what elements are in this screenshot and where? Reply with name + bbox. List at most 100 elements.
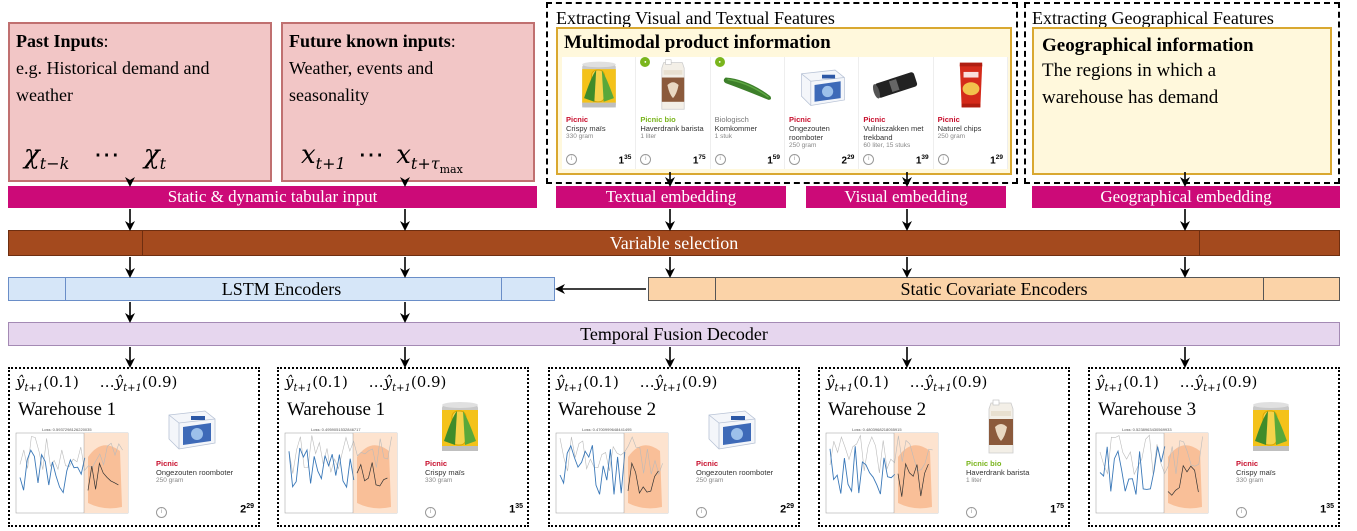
product-image [719, 57, 777, 118]
product-brand: Picnic [937, 115, 960, 124]
future-inputs-formula: xt+1 ⋯ xt+τmax [301, 140, 463, 177]
geographical-box: Geographical information The regions in … [1032, 27, 1332, 175]
product-unit: 330 gram [425, 477, 453, 484]
product-unit: 1 liter [966, 477, 982, 484]
info-icon[interactable]: i [566, 154, 577, 165]
static-covariate-encoders-label: Static Covariate Encoders [900, 279, 1088, 299]
product-name: Naturel chips [937, 124, 982, 133]
product-price: 135 [1320, 503, 1334, 516]
forecast-chart: Loss: 0.4700999648441495 [552, 427, 676, 528]
chart-title: Loss: 0.4803968218055915 [852, 427, 902, 432]
warehouse-label: Warehouse 2 [558, 399, 657, 420]
forecast-chart: Loss: 0.5937298126220035 [12, 427, 136, 528]
warehouse-label: Warehouse 1 [18, 399, 117, 420]
product-image [570, 57, 628, 118]
product-price: 229 [240, 503, 254, 516]
product-price: 135 [618, 153, 632, 166]
product-unit: 250 gram [937, 133, 966, 140]
chart-title: Loss: 0.5937298126220035 [42, 427, 92, 432]
product-brand: Biologisch [714, 115, 749, 124]
visual-textual-section: Extracting Visual and Textual Features M… [546, 2, 1018, 184]
product-name: Crispy maïs [1236, 468, 1276, 477]
product-unit: 250 gram [696, 477, 724, 484]
info-icon[interactable]: i [788, 154, 800, 165]
geographical-embedding-bar: Geographical embedding [1032, 186, 1340, 208]
product-name: Komkommer [714, 124, 758, 133]
product-image [942, 57, 1000, 118]
lstm-encoders-label: LSTM Encoders [221, 279, 342, 299]
past-inputs-formula: χt−k ⋯ χt [24, 140, 167, 174]
bio-badge-icon: ● [640, 57, 651, 67]
product-unit: 1 liter [640, 133, 657, 140]
product-card[interactable]: Picnic Vuilniszakken met trekband 60 lit… [859, 57, 934, 169]
product-unit: 60 liter, 15 stuks [863, 142, 911, 149]
product-name: Ongezouten roomboter [788, 124, 830, 142]
output-panel: ŷt+1(0.1) …ŷt+1(0.9) Warehouse 2 Loss: 0… [548, 367, 800, 527]
static-dynamic-bar: Static & dynamic tabular input [8, 186, 537, 208]
info-icon[interactable]: i [966, 507, 977, 518]
product-unit: 330 gram [1236, 477, 1264, 484]
product-name: Crispy maïs [425, 468, 465, 477]
bio-badge-icon: ● [714, 57, 725, 67]
output-product-card[interactable]: Picnic Crispy maïs 330 gram i 135 [421, 397, 525, 523]
info-icon[interactable]: i [714, 154, 726, 165]
product-price: 139 [915, 153, 929, 166]
product-image [160, 397, 222, 462]
info-icon[interactable]: i [1236, 507, 1247, 518]
product-card[interactable]: Picnic Naturel chips 250 gram i 129 [933, 57, 1008, 169]
past-inputs-title: Past Inputs [16, 31, 104, 51]
info-icon[interactable]: i [696, 507, 707, 518]
product-price: 135 [509, 503, 523, 516]
product-brand: Picnic [566, 115, 589, 124]
product-name: Haverdrank barista [966, 468, 1030, 477]
product-name: Ongezouten roomboter [696, 468, 774, 477]
product-brand: Picnic [1236, 459, 1259, 468]
forecast-chart: Loss: 0.4959051532846717 [281, 427, 405, 528]
info-icon[interactable]: i [937, 154, 949, 165]
chart-title: Loss: 0.4959051532846717 [311, 427, 361, 432]
variable-selection-label: Variable selection [609, 233, 739, 253]
product-price: 175 [692, 153, 706, 166]
info-icon[interactable]: i [863, 154, 875, 165]
product-name: Haverdrank barista [640, 124, 704, 133]
output-product-card[interactable]: Picnic Ongezouten roomboter 250 gram i 2… [692, 397, 796, 523]
product-unit: 330 gram [566, 133, 594, 140]
product-brand: Picnic [788, 115, 812, 124]
product-image [970, 397, 1032, 462]
info-icon[interactable]: i [156, 507, 167, 518]
product-image [644, 57, 702, 118]
lstm-encoders-bar: LSTM Encoders [8, 277, 555, 301]
geographical-title: Extracting Geographical Features [1032, 8, 1274, 28]
product-card[interactable]: Picnic Crispy maïs 330 gram i 135 [562, 57, 637, 169]
product-image [1240, 397, 1302, 462]
output-product-card[interactable]: Picnic Crispy maïs 330 gram i 135 [1232, 397, 1336, 523]
product-image [429, 397, 491, 462]
output-panel: ŷt+1(0.1) …ŷt+1(0.9) Warehouse 1 Loss: 0… [8, 367, 260, 527]
forecast-chart: Loss: 0.5238963430569933 [1092, 427, 1216, 528]
multimodal-box: Multimodal product information Picnic Cr… [556, 27, 1012, 175]
product-cards-row: Picnic Crispy maïs 330 gram i 135 ● Picn… [562, 57, 1008, 169]
product-image [793, 57, 851, 118]
product-brand: Picnic bio [966, 459, 1002, 468]
past-inputs-desc: e.g. Historical demand and weather [16, 58, 210, 105]
quantile-labels: ŷt+1(0.1) …ŷt+1(0.9) [1096, 373, 1258, 394]
geographical-subtitle: Geographical information [1042, 35, 1254, 56]
warehouse-label: Warehouse 2 [828, 399, 927, 420]
output-panel: ŷt+1(0.1) …ŷt+1(0.9) Warehouse 3 Loss: 0… [1088, 367, 1340, 527]
info-icon[interactable]: i [640, 154, 652, 165]
multimodal-title: Multimodal product information [564, 32, 831, 53]
output-product-card[interactable]: Picnic bio Haverdrank barista 1 liter i … [962, 397, 1066, 523]
geographical-desc: The regions in which a warehouse has dem… [1042, 60, 1219, 108]
chart-title: Loss: 0.4700999648441495 [582, 427, 632, 432]
product-card[interactable]: ● Picnic bio Haverdrank barista 1 liter … [636, 57, 711, 169]
output-product-card[interactable]: Picnic Ongezouten roomboter 250 gram i 2… [152, 397, 256, 523]
product-card[interactable]: ● Biologisch Komkommer 1 stuk i 159 [710, 57, 785, 169]
product-card[interactable]: Picnic Ongezouten roomboter 250 gram i 2… [784, 57, 860, 169]
product-brand: Picnic [863, 115, 886, 124]
output-panel: ŷt+1(0.1) …ŷt+1(0.9) Warehouse 2 Loss: 0… [818, 367, 1070, 527]
product-image [867, 57, 925, 118]
future-inputs-box: Future known inputs: Weather, events and… [281, 22, 535, 182]
info-icon[interactable]: i [425, 507, 436, 518]
product-unit: 1 stuk [714, 133, 732, 140]
temporal-fusion-decoder-bar: Temporal Fusion Decoder [8, 322, 1340, 346]
